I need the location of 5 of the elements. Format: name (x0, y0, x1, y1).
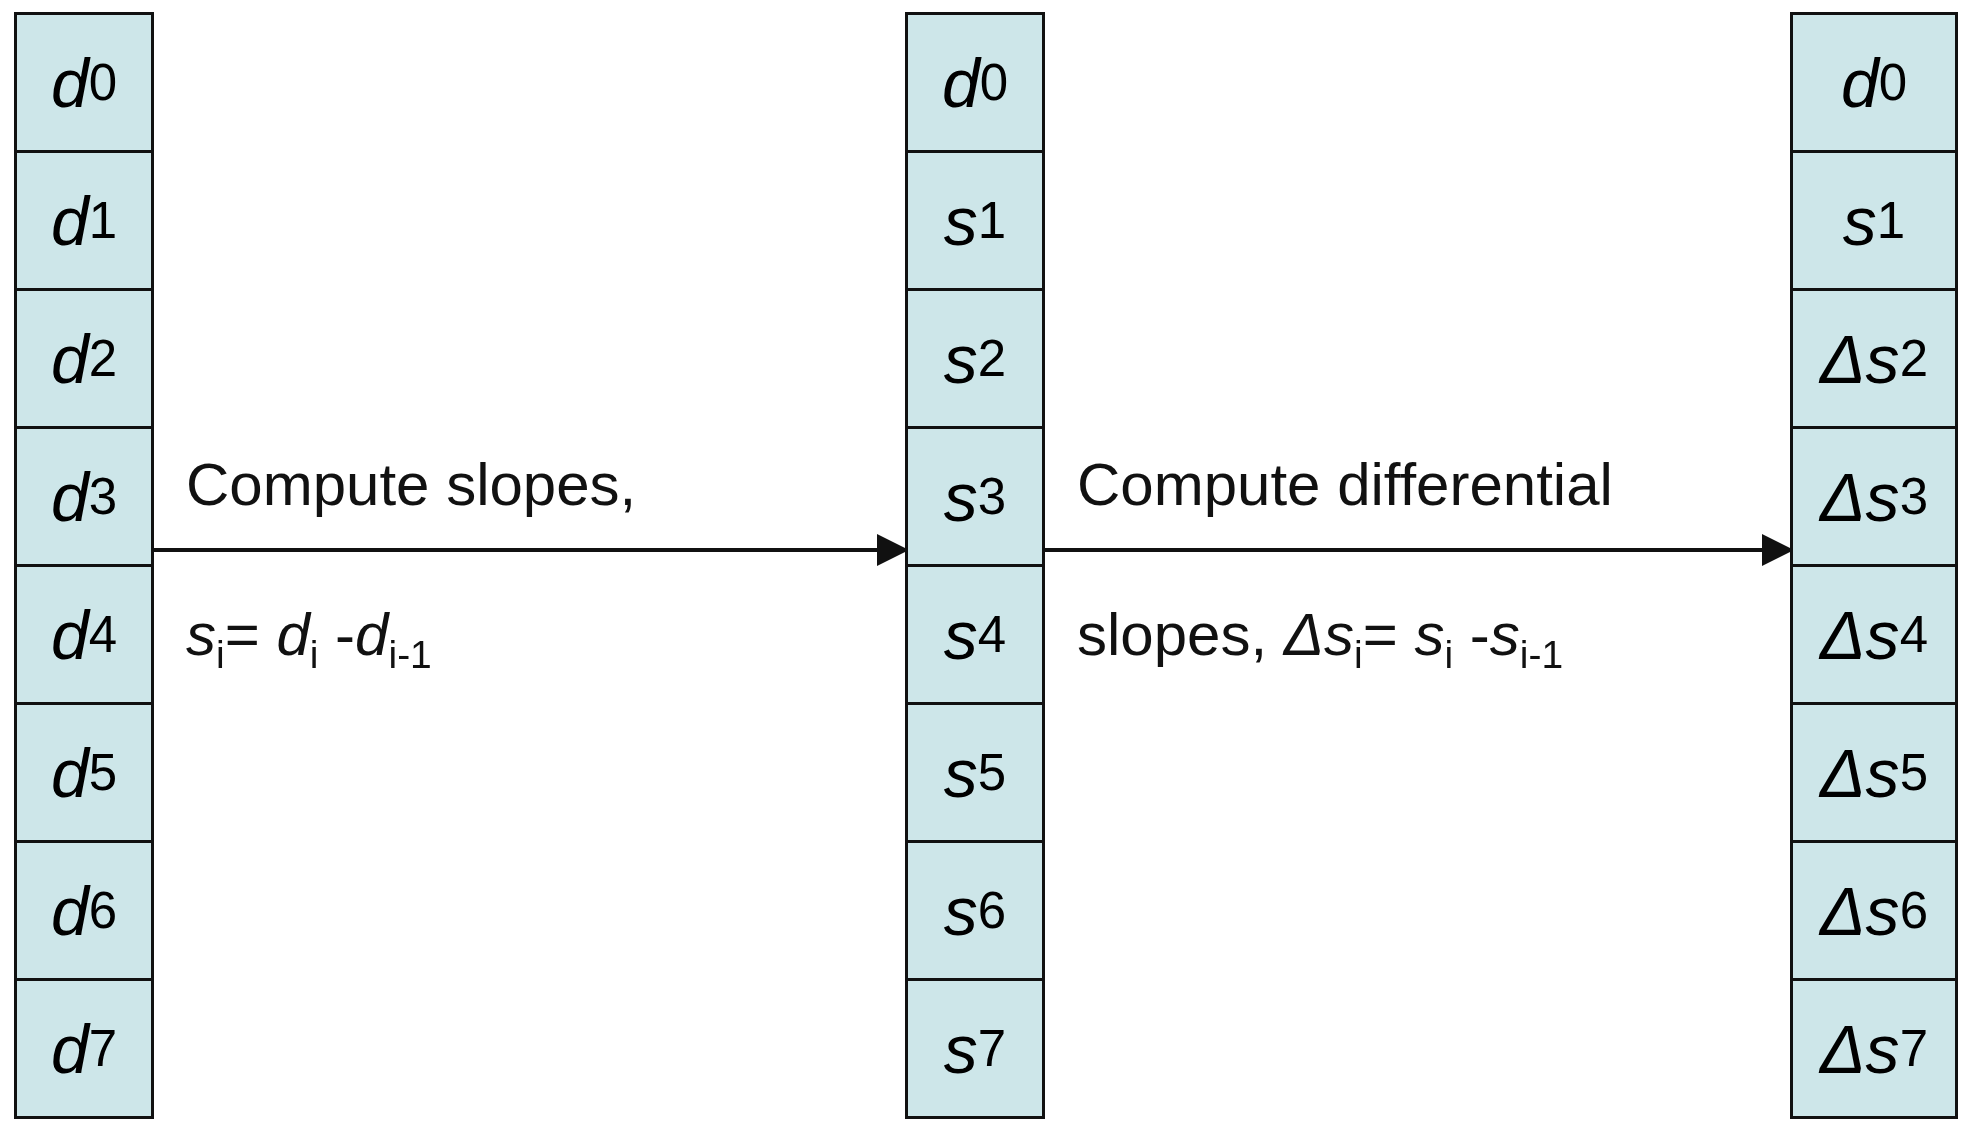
edge-label: Compute differential slopes, Δs$_{i}$= s$_{i}$ -s$_{i-1}$ (1077, 450, 1614, 678)
column-bar (14, 12, 154, 1119)
edge-label: Compute slopes, s$_{i}$= d$_{i}$ -d$_{i-1}$ (186, 450, 638, 678)
column-bar (1790, 12, 1958, 1119)
column-bar (905, 12, 1045, 1119)
